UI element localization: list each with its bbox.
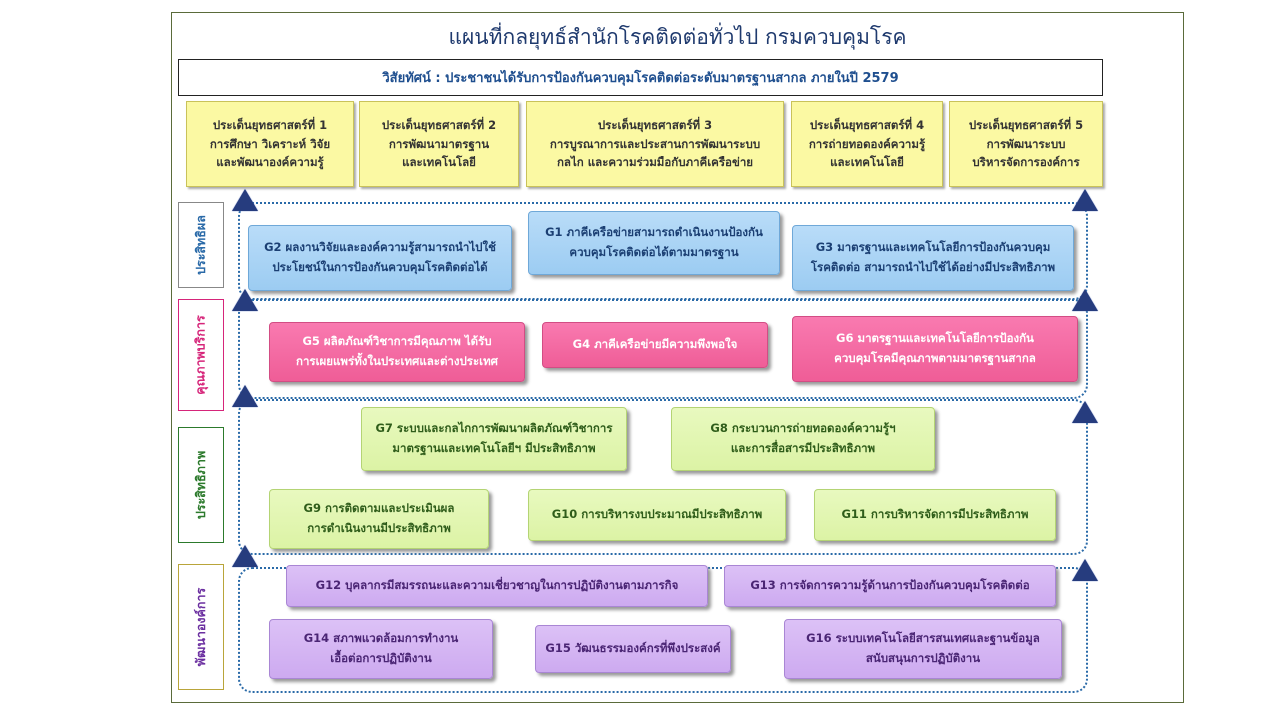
goal-g8: G8 กระบวนการถ่ายทอดองค์ความรู้ฯและการสื่… [671,407,935,471]
goal-g14-line-1: G14 สภาพแวดล้อมการทำงาน [303,631,459,646]
goal-g3-line-1: G3 มาตรฐานและเทคโนโลยีการป้องกันควบคุม [815,240,1051,255]
goal-g2-line-1: G2 ผลงานวิจัยและองค์ความรู้สามารถนำไปใช้ [264,240,496,255]
goal-g8-line-1: G8 กระบวนการถ่ายทอดองค์ความรู้ฯ [710,421,896,436]
perspective-quality-label: คุณภาพบริการ [193,315,209,395]
arrow-up-icon [232,545,258,567]
goal-g12-line-1: G12 บุคลากรมีสมรรถนะและความเชี่ยวชาญในกา… [315,578,679,593]
goal-g6: G6 มาตรฐานและเทคโนโลยีการป้องกันควบคุมโร… [792,316,1078,382]
strategy-2-head: ประเด็นยุทธศาสตร์ที่ 2 [381,118,497,133]
goal-g2-line-2: ประโยชน์ในการป้องกันควบคุมโรคติดต่อได้ [272,260,488,274]
strategy-1: ประเด็นยุทธศาสตร์ที่ 1 การศึกษา วิเคราะห… [186,101,354,187]
goal-g1-line-1: G1 ภาคีเครือข่ายสามารถดำเนินงานป้องกัน [545,225,763,240]
arrow-up-icon [232,385,258,407]
strategy-2: ประเด็นยุทธศาสตร์ที่ 2 การพัฒนามาตรฐาน แ… [359,101,519,187]
strategy-5-line-2: บริหารจัดการองค์การ [972,155,1080,170]
goal-g14-line-2: เอื้อต่อการปฏิบัติงาน [330,651,432,665]
vision-statement: วิสัยทัศน์ : ประชาชนได้รับการป้องกันควบค… [178,59,1103,96]
goal-g14: G14 สภาพแวดล้อมการทำงานเอื้อต่อการปฏิบัต… [269,619,493,679]
goal-g10: G10 การบริหารงบประมาณมีประสิทธิภาพ [528,489,786,541]
goal-g9-line-2: การดำเนินงานมีประสิทธิภาพ [307,521,451,535]
goal-g4: G4 ภาคีเครือข่ายมีความพึงพอใจ [542,322,768,368]
perspective-quality: คุณภาพบริการ [178,299,224,411]
goal-g7: G7 ระบบและกลไกการพัฒนาผลิตภัณฑ์วิชาการมา… [361,407,627,471]
goal-g16-line-1: G16 ระบบเทคโนโลยีสารสนเทศและฐานข้อมูล [806,631,1040,646]
strategy-5-head: ประเด็นยุทธศาสตร์ที่ 5 [968,118,1084,133]
goal-g1: G1 ภาคีเครือข่ายสามารถดำเนินงานป้องกันคว… [528,211,780,275]
perspective-development-label: พัฒนาองค์การ [193,587,208,667]
strategy-3-head: ประเด็นยุทธศาสตร์ที่ 3 [597,118,713,133]
goal-g6-line-2: ควบคุมโรคมีคุณภาพตามมาตรฐานสากล [834,351,1036,365]
strategy-4-line-1: การถ่ายทอดองค์ความรู้ [808,136,926,151]
goal-g11-line-1: G11 การบริหารจัดการมีประสิทธิภาพ [841,507,1029,522]
goal-g8-line-2: และการสื่อสารมีประสิทธิภาพ [730,441,876,455]
perspective-effectiveness-label: ประสิทธิผล [193,215,209,275]
strategy-4-line-2: และเทคโนโลยี [830,155,904,170]
arrow-up-icon [1072,401,1098,423]
section-efficiency-outline [238,399,1088,555]
arrow-up-icon [1072,559,1098,581]
goal-g5-line-2: การเผยแพร่ทั้งในประเทศและต่างประเทศ [296,354,498,368]
goal-g16-line-2: สนับสนุนการปฏิบัติงาน [865,651,981,665]
arrow-up-icon [232,289,258,311]
goal-g15-line-1: G15 วัฒนธรรมองค์กรที่พึงประสงค์ [545,641,721,656]
goal-g16: G16 ระบบเทคโนโลยีสารสนเทศและฐานข้อมูลสนั… [784,619,1062,679]
strategy-4: ประเด็นยุทธศาสตร์ที่ 4 การถ่ายทอดองค์ควา… [791,101,943,187]
perspective-efficiency-label: ประสิทธิภาพ [193,450,209,520]
perspective-development: พัฒนาองค์การ [178,564,224,690]
strategy-1-line-2: และพัฒนาองค์ความรู้ [216,155,324,170]
goal-g7-line-2: มาตรฐานและเทคโนโลยีฯ มีประสิทธิภาพ [392,441,596,455]
strategy-5-line-1: การพัฒนาระบบ [986,136,1066,151]
goal-g7-line-1: G7 ระบบและกลไกการพัฒนาผลิตภัณฑ์วิชาการ [375,421,613,436]
strategy-2-line-2: และเทคโนโลยี [402,155,476,170]
perspective-effectiveness: ประสิทธิผล [178,202,224,288]
goal-g1-line-2: ควบคุมโรคติดต่อได้ตามมาตรฐาน [569,245,739,259]
arrow-up-icon [232,189,258,211]
strategy-2-line-1: การพัฒนามาตรฐาน [388,136,490,151]
strategy-1-line-1: การศึกษา วิเคราะห์ วิจัย [209,136,331,151]
strategy-3-line-1: การบูรณาการและประสานการพัฒนาระบบ [549,136,761,151]
strategy-3: ประเด็นยุทธศาสตร์ที่ 3 การบูรณาการและประ… [526,101,784,187]
goal-g5: G5 ผลิตภัณฑ์วิชาการมีคุณภาพ ได้รับการเผย… [269,322,525,382]
goal-g13-line-1: G13 การจัดการความรู้ด้านการป้องกันควบคุม… [750,578,1030,593]
goal-g3-line-2: โรคติดต่อ สามารถนำไปใช้ได้อย่างมีประสิทธ… [810,260,1056,274]
strategy-map-frame: แผนที่กลยุทธ์สำนักโรคติดต่อทั่วไป กรมควบ… [171,12,1184,703]
arrow-up-icon [1072,289,1098,311]
goal-g9: G9 การติดตามและประเมินผลการดำเนินงานมีปร… [269,489,489,549]
strategy-5: ประเด็นยุทธศาสตร์ที่ 5 การพัฒนาระบบ บริห… [949,101,1103,187]
goal-g3: G3 มาตรฐานและเทคโนโลยีการป้องกันควบคุมโร… [792,225,1074,291]
strategy-1-head: ประเด็นยุทธศาสตร์ที่ 1 [212,118,328,133]
goal-g9-line-1: G9 การติดตามและประเมินผล [303,501,455,516]
goal-g10-line-1: G10 การบริหารงบประมาณมีประสิทธิภาพ [551,507,763,522]
goal-g2: G2 ผลงานวิจัยและองค์ความรู้สามารถนำไปใช้… [248,225,512,291]
strategy-3-line-2: กลไก และความร่วมมือกับภาคีเครือข่าย [556,155,754,170]
goal-g15: G15 วัฒนธรรมองค์กรที่พึงประสงค์ [535,625,731,673]
goal-g11: G11 การบริหารจัดการมีประสิทธิภาพ [814,489,1056,541]
page-title: แผนที่กลยุทธ์สำนักโรคติดต่อทั่วไป กรมควบ… [448,25,907,49]
section-quality-outline [238,299,1088,399]
perspective-efficiency: ประสิทธิภาพ [178,427,224,543]
arrow-up-icon [1072,189,1098,211]
goal-g5-line-1: G5 ผลิตภัณฑ์วิชาการมีคุณภาพ ได้รับ [302,334,492,349]
goal-g6-line-1: G6 มาตรฐานและเทคโนโลยีการป้องกัน [836,331,1034,346]
goal-g12: G12 บุคลากรมีสมรรถนะและความเชี่ยวชาญในกา… [286,565,708,607]
strategy-4-head: ประเด็นยุทธศาสตร์ที่ 4 [809,118,925,133]
goal-g4-line-1: G4 ภาคีเครือข่ายมีความพึงพอใจ [572,337,738,352]
goal-g13: G13 การจัดการความรู้ด้านการป้องกันควบคุม… [724,565,1056,607]
